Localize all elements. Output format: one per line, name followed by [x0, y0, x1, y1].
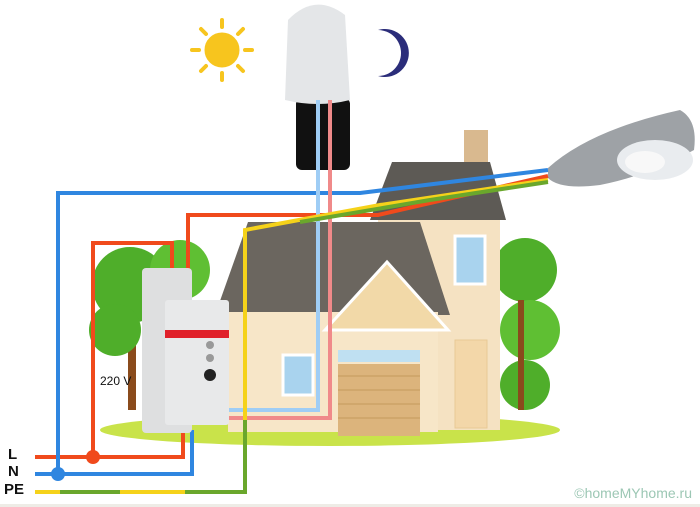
junction-line: [86, 450, 100, 464]
sun-icon: [190, 18, 254, 82]
tree-right: [493, 238, 560, 410]
house-front: [215, 222, 452, 436]
wire-line-to-relay: [91, 241, 174, 457]
street-lamp: [548, 110, 695, 187]
label-line: L: [8, 446, 18, 463]
photo-sensor: [285, 4, 350, 170]
wire-line-main: [35, 430, 185, 459]
label-neutral: N: [8, 463, 19, 480]
junction-neutral: [51, 467, 65, 481]
wire-sensor-blue: [215, 100, 320, 412]
wire-sensor-pink: [215, 100, 332, 420]
voltage-label: 220 V: [100, 374, 132, 388]
wires: [35, 100, 549, 494]
wire-earth-yellow: [35, 178, 549, 494]
watermark: ©homeMYhome.ru: [574, 485, 692, 501]
wire-neutral-to-lamp: [56, 168, 549, 474]
light-relay: [142, 268, 229, 433]
wire-earth-green-2: [185, 420, 247, 494]
footer-strip: [0, 504, 700, 507]
wire-neutral-main: [35, 430, 194, 476]
wire-earth-green-3: [299, 180, 549, 224]
label-earth: PE: [4, 481, 25, 498]
moon-icon: [378, 29, 409, 77]
